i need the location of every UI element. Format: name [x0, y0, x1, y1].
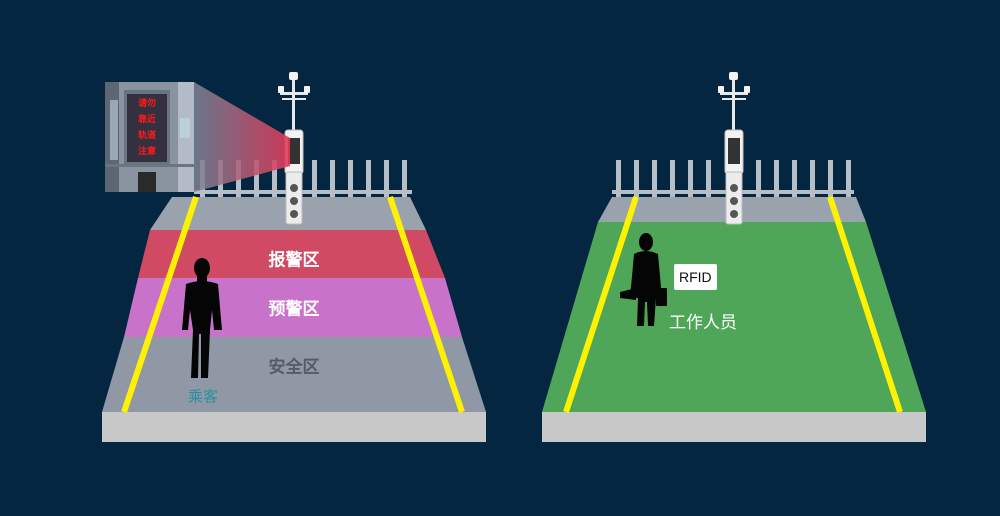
display-sign-zoom — [105, 82, 194, 192]
display-sign-panel: 请勿 靠近 轨道 注意 — [127, 94, 167, 162]
right-boundary-line-left — [563, 196, 639, 413]
safe-zone-label: 安全区 — [268, 357, 320, 378]
left-alarm-zone — [138, 230, 445, 278]
left-boundary-line-right — [387, 196, 465, 413]
sign-line-2: 靠近 — [137, 115, 156, 125]
left-boundary-line-left — [121, 196, 199, 413]
warning-zone-label: 预警区 — [268, 299, 320, 320]
sign-line-3: 轨道 — [137, 131, 156, 141]
left-platform-edge — [102, 412, 486, 442]
right-sensor-pole — [718, 72, 750, 225]
projection-beam — [194, 82, 290, 192]
staff-silhouette — [620, 233, 667, 326]
sign-line-1: 请勿 — [137, 99, 156, 109]
right-platform-edge — [542, 412, 926, 442]
passenger-silhouette — [182, 258, 222, 378]
passenger-label: 乘客 — [187, 387, 219, 406]
alarm-zone-label: 报警区 — [268, 250, 320, 271]
staff-label: 工作人员 — [669, 313, 737, 333]
sign-line-4: 注意 — [137, 147, 156, 157]
right-boundary-line-right — [827, 196, 903, 413]
rfid-tag: RFID — [674, 264, 717, 290]
